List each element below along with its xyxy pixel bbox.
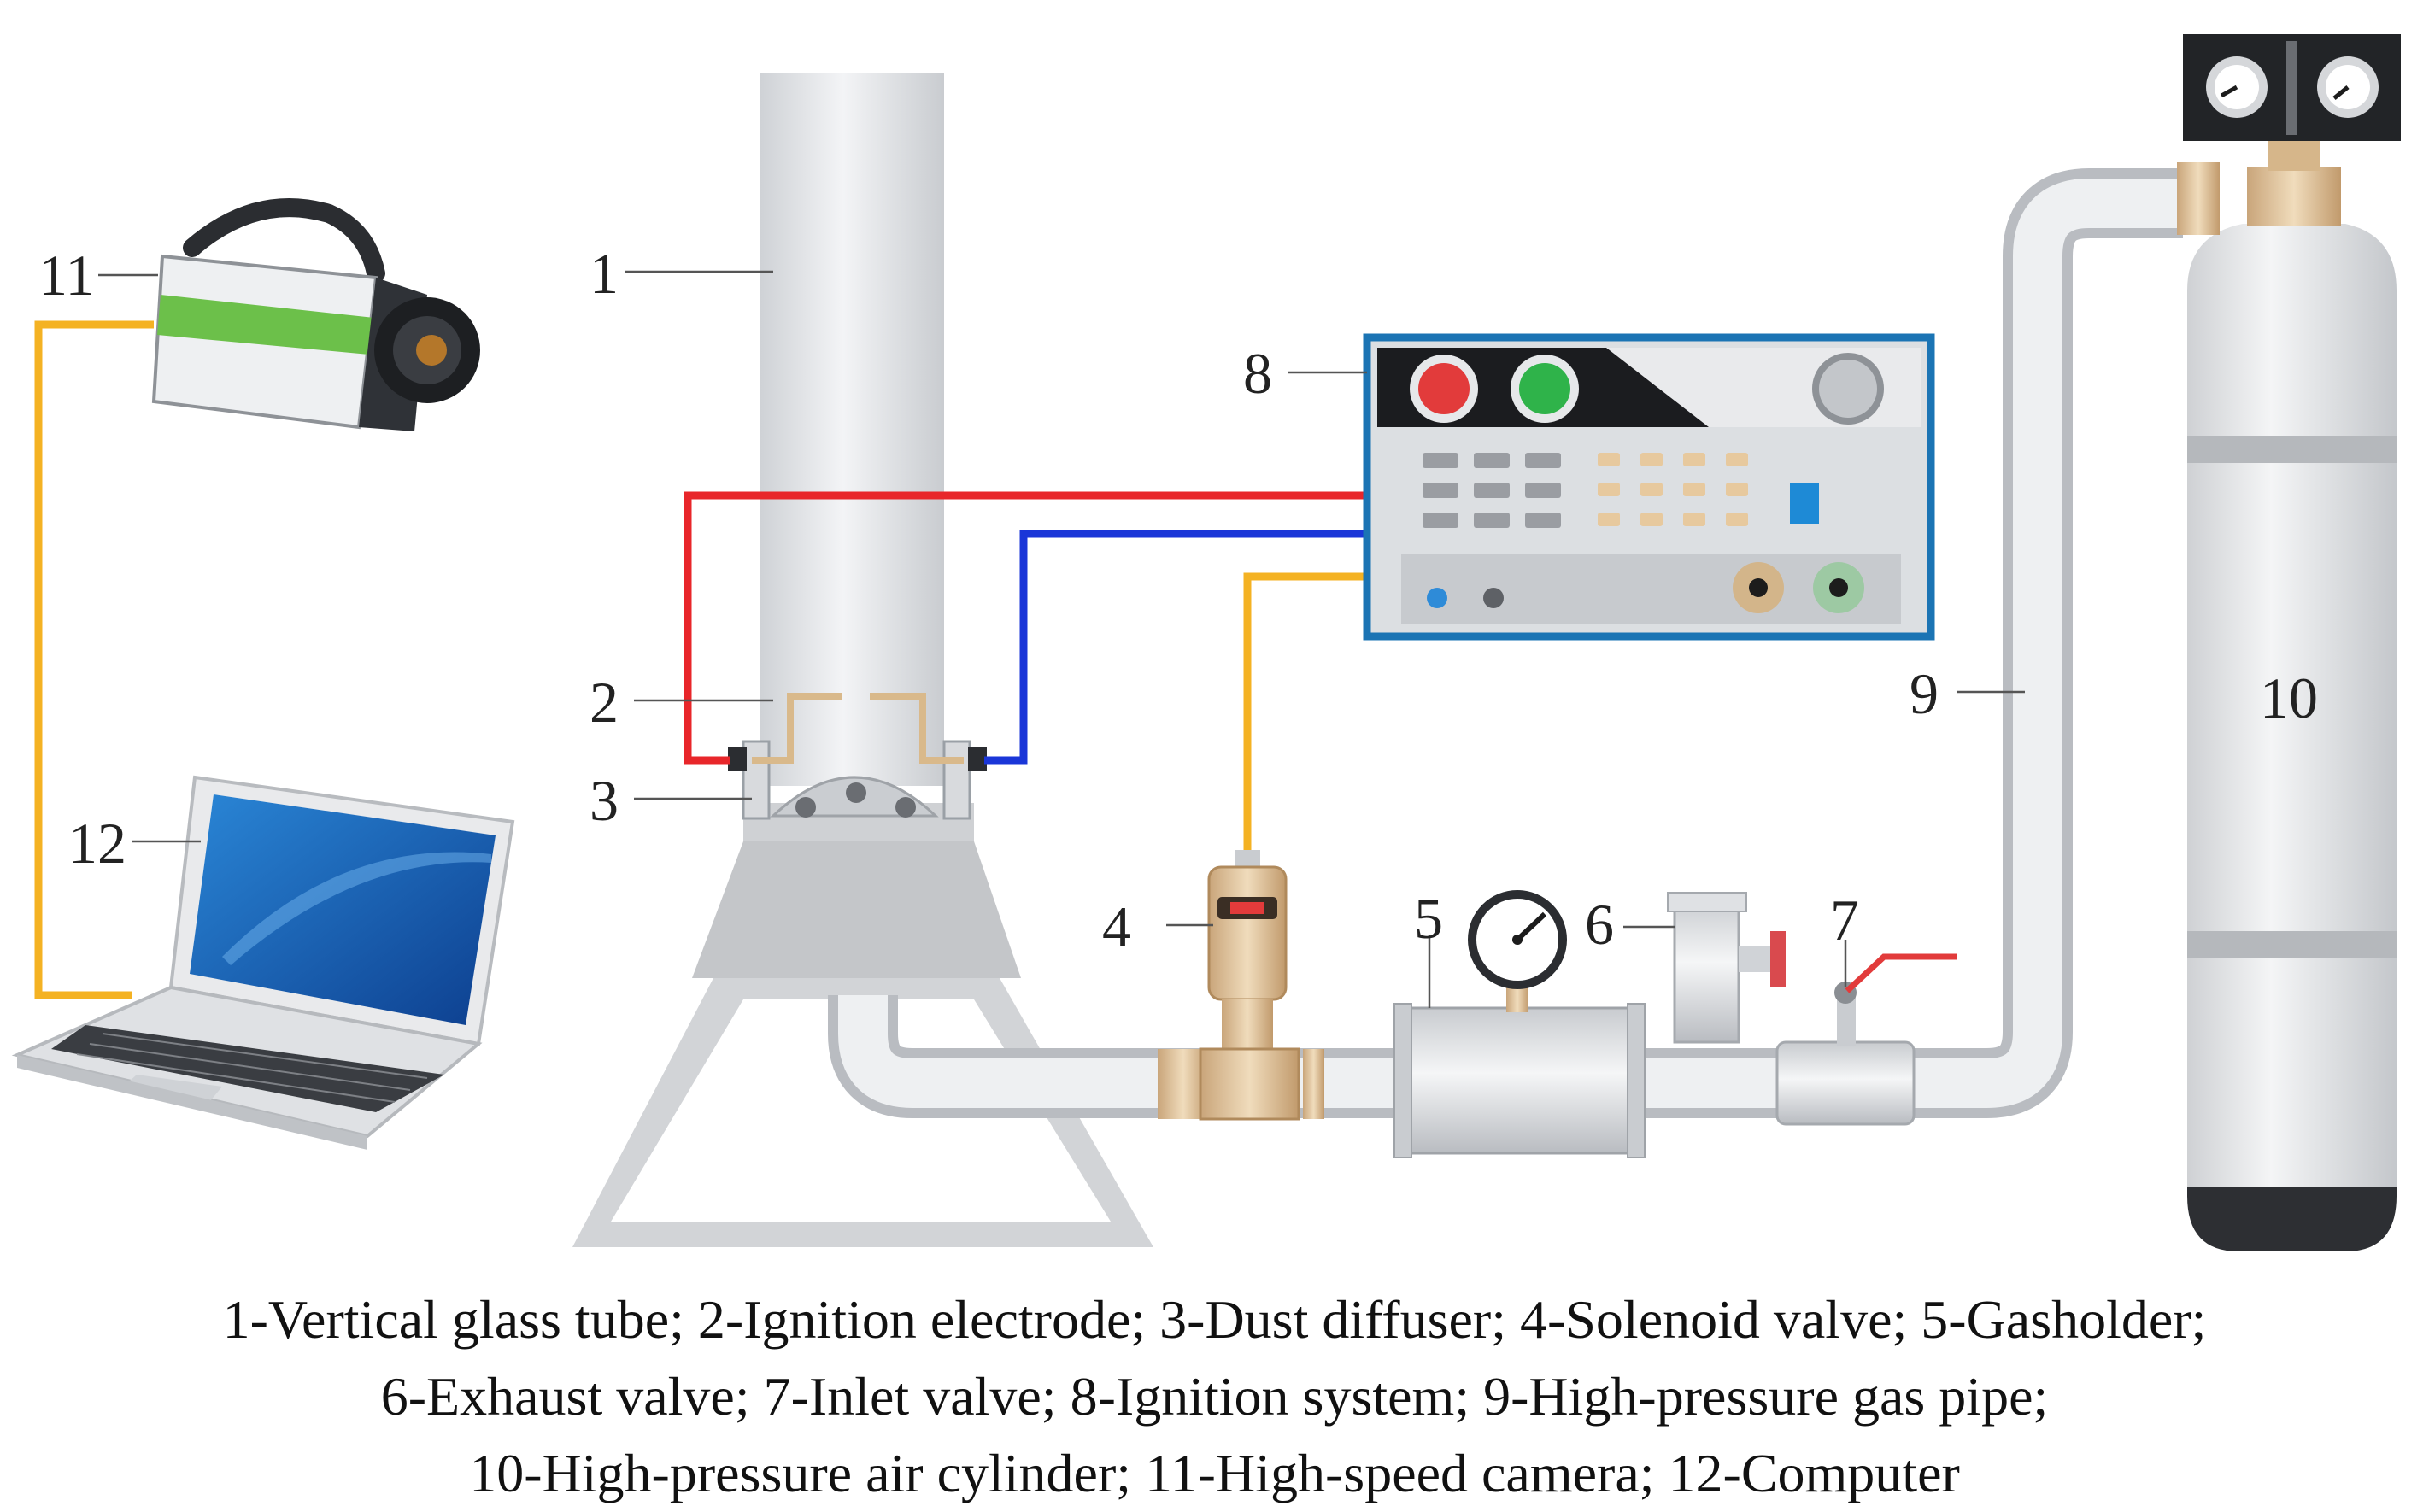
gas-pipeline <box>828 168 2183 1119</box>
vertical-glass-tube <box>760 73 944 786</box>
gasholder <box>1393 890 1646 1158</box>
dust-diffuser <box>728 740 987 820</box>
ignition-system-panel <box>1363 333 1935 641</box>
inlet-valve <box>1775 953 1957 1126</box>
computer-laptop <box>11 775 515 1150</box>
solenoid-signal-wire <box>1243 572 1367 854</box>
ignition-electrode <box>752 693 964 764</box>
leader-lines <box>98 270 2025 1008</box>
caption-line-3: 10-High-pressure air cylinder; 11-High-s… <box>469 1443 1960 1503</box>
caption-line-1: 1-Vertical glass tube; 2-Ignition electr… <box>222 1289 2207 1350</box>
high-speed-camera <box>151 198 480 431</box>
label-7: 7 <box>1830 888 1859 952</box>
label-8: 8 <box>1243 341 1272 406</box>
camera-signal-wire <box>34 320 154 999</box>
caption-line-2: 6-Exhaust valve; 7-Inlet valve; 8-Igniti… <box>380 1366 2049 1427</box>
exhaust-valve <box>1667 892 1786 1044</box>
label-10: 10 <box>2260 665 2318 730</box>
red-electrode-wire <box>684 491 1367 765</box>
label-12: 12 <box>68 811 126 876</box>
label-2: 2 <box>590 670 619 735</box>
label-4: 4 <box>1102 894 1131 959</box>
blue-electrode-wire <box>984 530 1367 765</box>
solenoid-valve <box>1199 850 1300 1121</box>
label-11: 11 <box>38 243 94 308</box>
label-3: 3 <box>590 768 619 833</box>
label-1: 1 <box>590 241 619 306</box>
label-5: 5 <box>1414 886 1443 951</box>
label-6: 6 <box>1585 892 1614 957</box>
label-9: 9 <box>1910 661 1939 726</box>
high-pressure-air-cylinder <box>2177 34 2401 1251</box>
